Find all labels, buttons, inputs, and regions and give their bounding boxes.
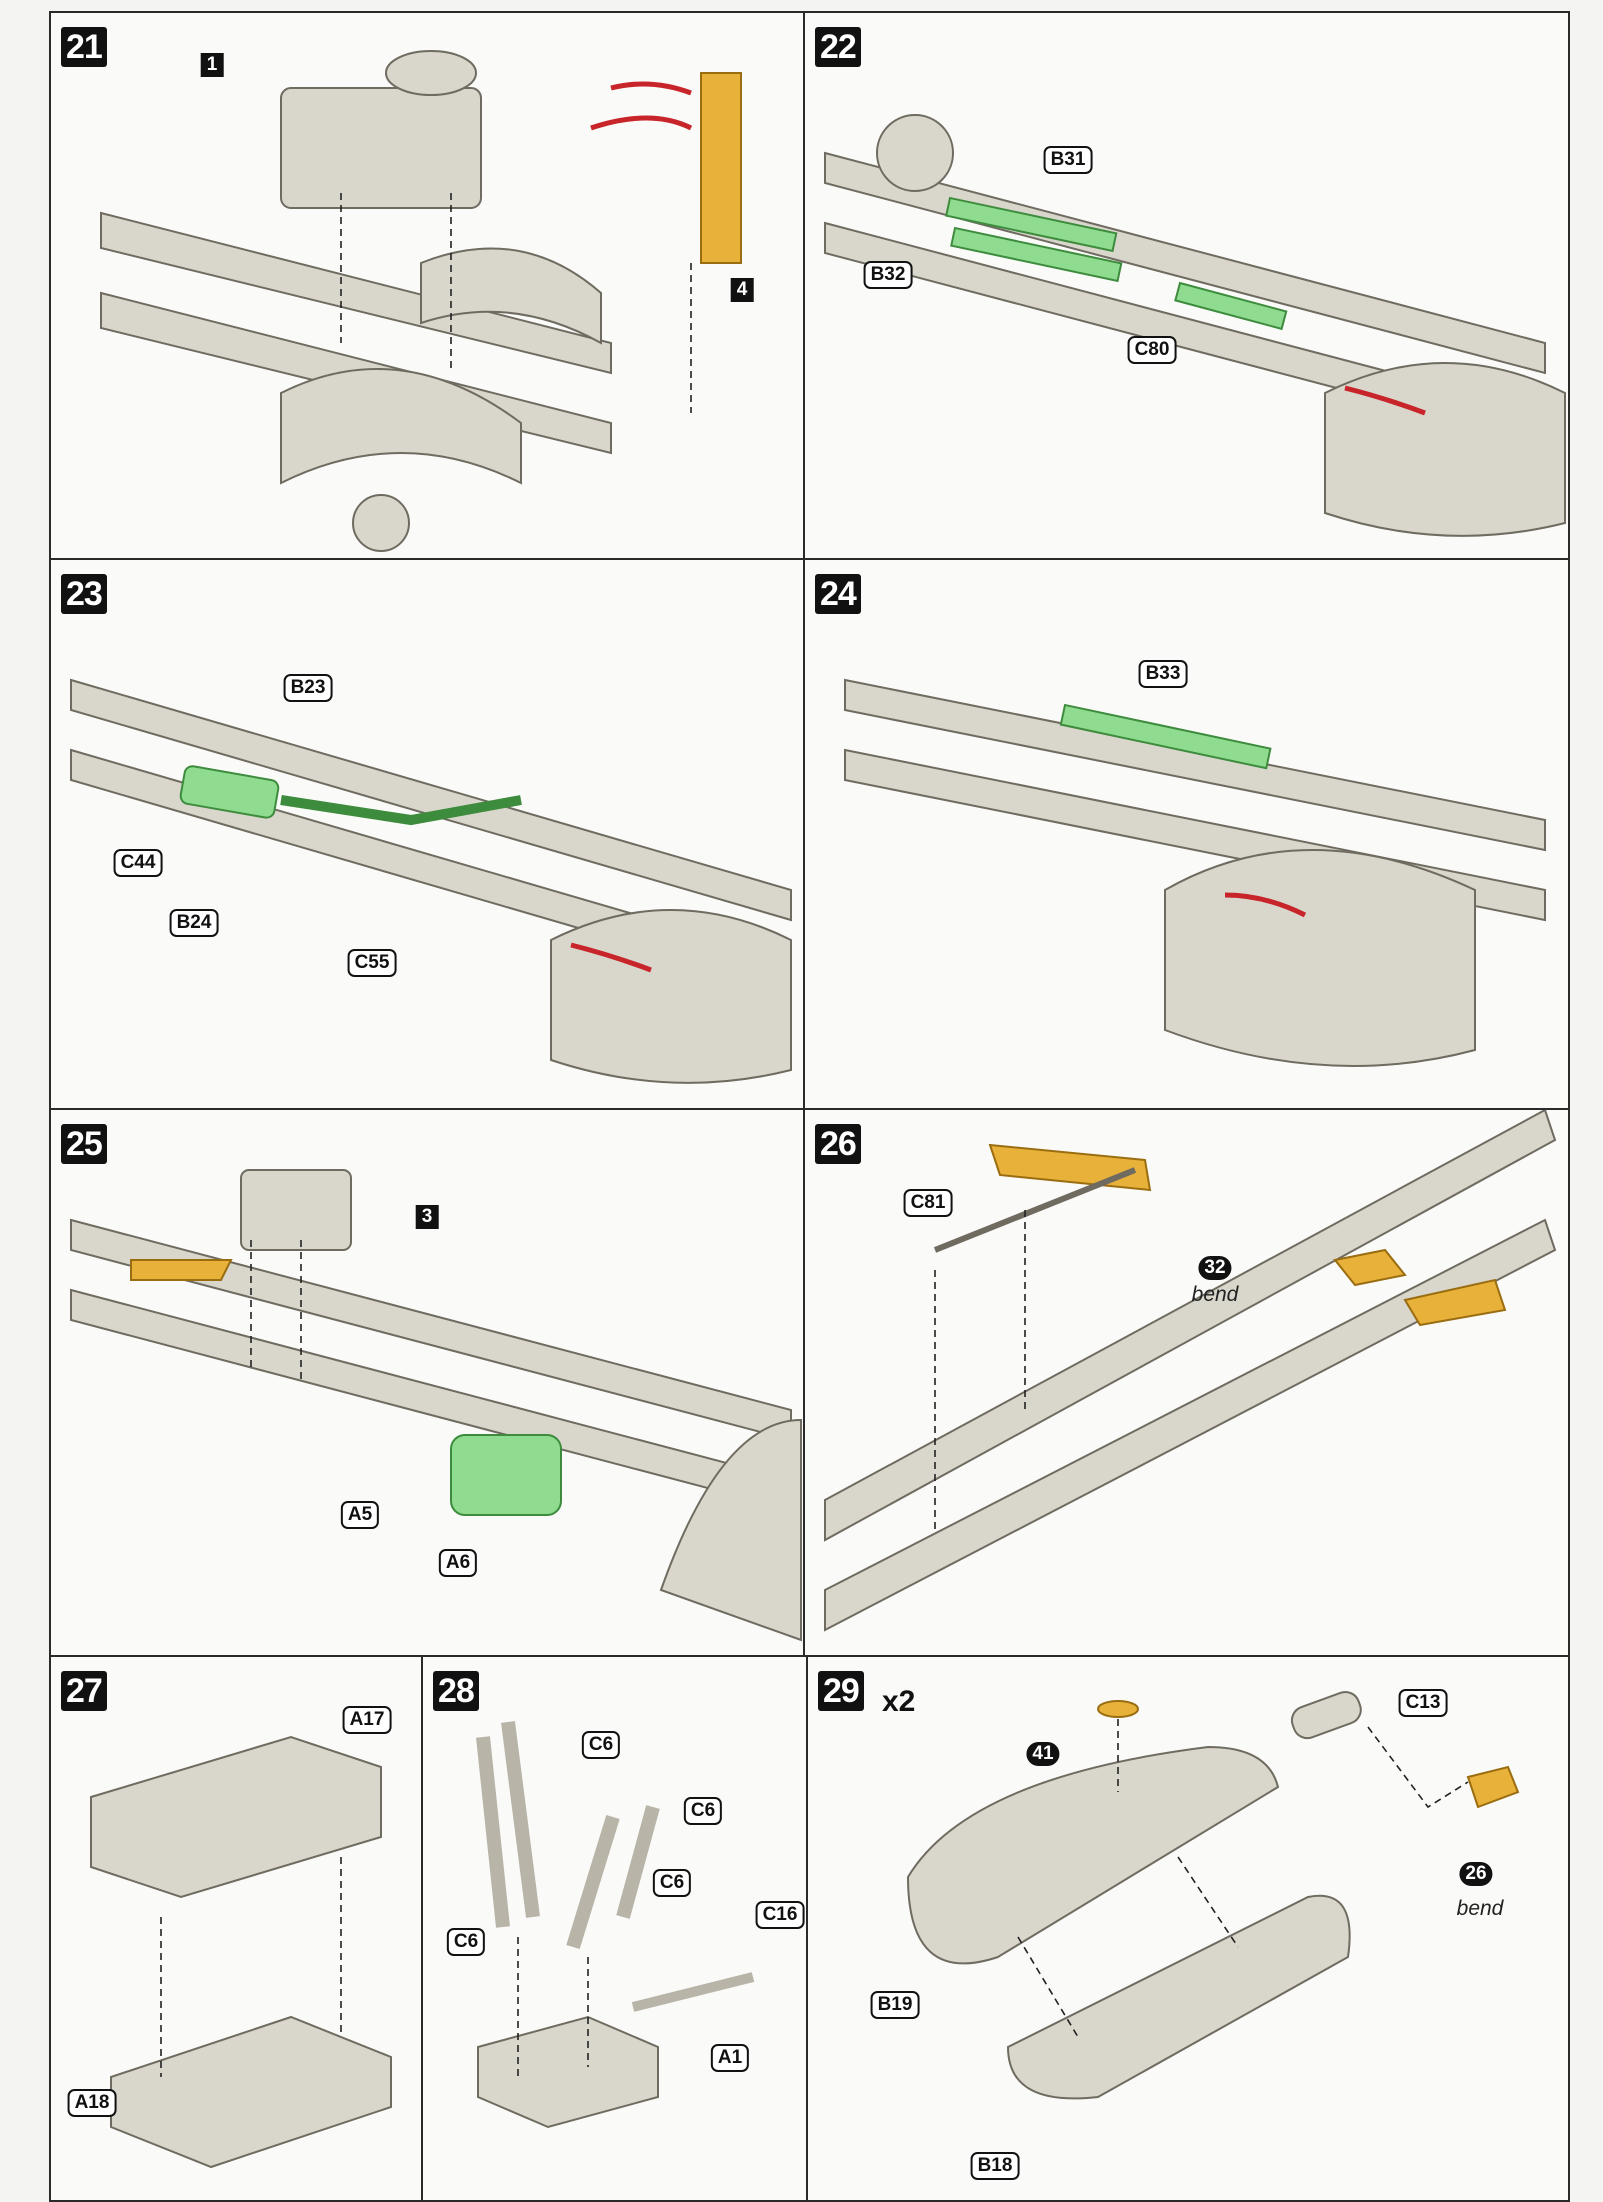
step-number: 26 xyxy=(815,1124,861,1164)
part-label-b33: B33 xyxy=(1138,660,1188,688)
part-label-b19: B19 xyxy=(870,1991,920,2019)
part-label-b24: B24 xyxy=(169,909,219,937)
step-number: 25 xyxy=(61,1124,107,1164)
step-28-panel: 28 C6 C6 C6 C6 C16 A1 xyxy=(421,1655,808,2202)
part-label-32: 32 xyxy=(1198,1256,1232,1280)
part-label-b23: B23 xyxy=(283,674,333,702)
part-label-a1: A1 xyxy=(710,2044,750,2072)
part-label-c6: C6 xyxy=(446,1928,486,1956)
part-label-b18: B18 xyxy=(970,2152,1020,2180)
exhaust-illustration xyxy=(70,678,792,1084)
frame-bracket-illustration xyxy=(824,1110,1557,1632)
part-label-c13: C13 xyxy=(1398,1689,1448,1717)
chassis-engine-illustration xyxy=(100,50,742,552)
step-24-panel: 24 B33 xyxy=(803,558,1570,1110)
part-label-a18: A18 xyxy=(67,2089,117,2117)
step-number: 22 xyxy=(815,27,861,67)
bend-note: bend xyxy=(1456,1897,1504,1920)
step-21-panel: 21 1 4 xyxy=(49,11,805,560)
step-27-panel: 27 A17 A18 xyxy=(49,1655,423,2202)
part-label-41: 41 xyxy=(1026,1742,1060,1766)
step-23-panel: 23 B23 C44 B24 C55 xyxy=(49,558,805,1110)
step-22-panel: 22 B31 B32 C80 xyxy=(803,11,1570,560)
battery-illustration xyxy=(70,1169,802,1642)
step-number: 21 xyxy=(61,27,107,67)
levers-illustration xyxy=(476,1721,755,2129)
part-label-c55: C55 xyxy=(347,949,397,977)
step-25-panel: 25 3 A5 A6 xyxy=(49,1108,805,1657)
part-label-c44: C44 xyxy=(113,849,163,877)
fuel-tank-illustration xyxy=(906,1691,1520,2100)
step-multiplier: x2 xyxy=(882,1685,916,1718)
part-label-c6: C6 xyxy=(581,1731,621,1759)
part-label-1: 1 xyxy=(200,53,224,77)
seat-illustration xyxy=(90,1735,392,2169)
part-label-4: 4 xyxy=(730,278,754,302)
step-number: 27 xyxy=(61,1671,107,1711)
step-26-panel: 26 C81 32 bend xyxy=(803,1108,1570,1657)
bend-note: bend xyxy=(1191,1283,1239,1306)
part-label-a5: A5 xyxy=(340,1501,380,1529)
part-label-c80: C80 xyxy=(1127,336,1177,364)
part-label-b32: B32 xyxy=(863,261,913,289)
part-label-c81: C81 xyxy=(903,1189,953,1217)
part-label-26: 26 xyxy=(1459,1862,1493,1886)
step-number: 28 xyxy=(433,1671,479,1711)
part-label-c16: C16 xyxy=(755,1901,805,1929)
step-number: 23 xyxy=(61,574,107,614)
step-number: 29 xyxy=(818,1671,864,1711)
step-number: 24 xyxy=(815,574,861,614)
part-label-c6: C6 xyxy=(683,1797,723,1825)
driveshaft-illustration xyxy=(824,114,1566,537)
part-label-c6: C6 xyxy=(652,1869,692,1897)
part-label-a17: A17 xyxy=(342,1706,392,1734)
step-29-panel: 29 x2 41 C13 26 bend B19 B18 xyxy=(806,1655,1570,2202)
part-label-b31: B31 xyxy=(1043,146,1093,174)
part-label-a6: A6 xyxy=(438,1549,478,1577)
part-label-3: 3 xyxy=(415,1205,439,1229)
driveshaft-illustration xyxy=(844,678,1546,1067)
